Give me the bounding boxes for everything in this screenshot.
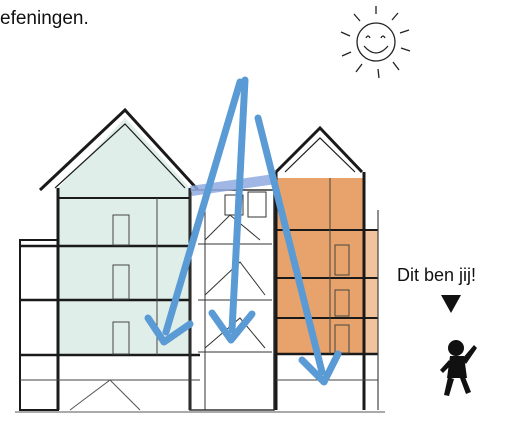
right-house-section [274, 125, 379, 410]
sunlight-arrow-3 [254, 114, 342, 386]
caption-text: efeningen. [0, 8, 89, 29]
roof-bridge [190, 174, 276, 196]
left-house-section [19, 107, 200, 411]
down-triangle-icon [441, 295, 461, 313]
child-figure-icon [440, 340, 477, 396]
you-are-here-label: Dit ben jij! [397, 265, 477, 285]
sunlight-arrow-1 [144, 78, 244, 346]
sunlight-arrows [144, 76, 342, 386]
sunlight-arrow-2 [208, 76, 256, 344]
smiling-sun-icon [340, 6, 411, 79]
